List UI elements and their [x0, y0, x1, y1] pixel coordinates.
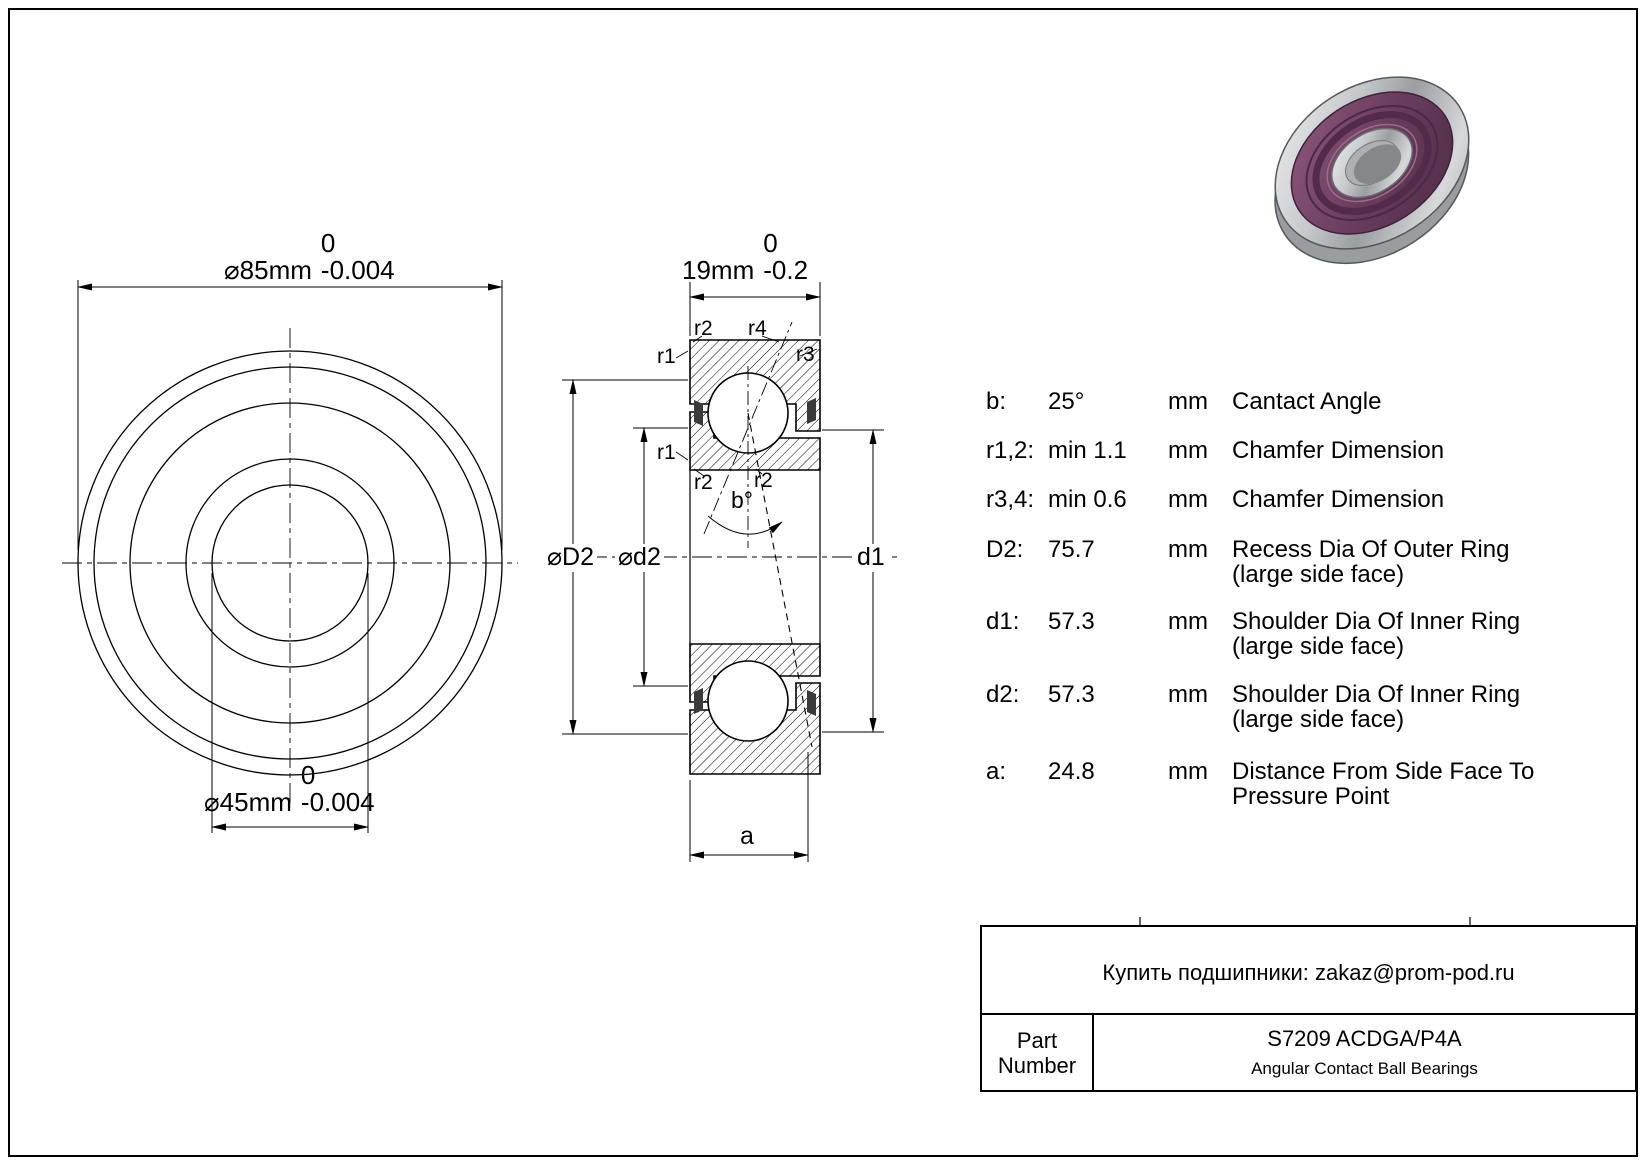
spec-desc: Chamfer Dimension: [1232, 437, 1445, 464]
dim-tolerance: 0 -0.2: [763, 228, 809, 286]
dim-tolerance: 0 -0.004: [300, 760, 375, 818]
part-number-cell: S7209 ACDGA/P4A Angular Contact Ball Bea…: [1094, 1015, 1635, 1090]
dim-value: ⌀85mm: [224, 255, 312, 286]
front-view: [62, 280, 518, 833]
spec-desc: Chamfer Dimension: [1232, 486, 1445, 513]
spec-unit: mm: [1168, 388, 1208, 415]
spec-param: d2:: [986, 681, 1020, 708]
contact-angle-label: b°: [731, 487, 753, 513]
sheet-border: [8, 8, 1638, 1157]
spec-value: 57.3: [1048, 608, 1095, 635]
spec-param: b:: [986, 388, 1007, 415]
spec-value: min 1.1: [1048, 437, 1127, 464]
spec-unit: mm: [1168, 758, 1208, 785]
dim-label-D2: ⌀D2: [544, 543, 598, 572]
spec-row-r12: r1,2: min 1.1 mm Chamfer Dimension: [986, 437, 1445, 464]
spec-value: min 0.6: [1048, 486, 1127, 513]
spec-unit: mm: [1168, 486, 1208, 513]
contact-text: Купить подшипники: zakaz@prom-pod.ru: [1102, 960, 1515, 985]
spec-param: D2:: [986, 536, 1024, 563]
contact-angle-arc: [707, 515, 783, 535]
chamfer-leaders: [675, 335, 818, 477]
spec-desc: Shoulder Dia Of Inner Ring (large side f…: [1232, 608, 1521, 660]
spec-value: 25°: [1048, 388, 1085, 415]
spec-param: r1,2:: [986, 437, 1035, 464]
spec-row-d2: d2: 57.3 mm Shoulder Dia Of Inner Ring (…: [986, 681, 1521, 733]
front-view-dimensions: [77, 280, 503, 833]
dim-tolerance: 0 -0.004: [320, 228, 395, 286]
chamfer-label-r1-upper: r1: [657, 345, 676, 368]
dim-label-d1: d1: [854, 543, 888, 572]
seal-sections: [694, 398, 816, 716]
title-block-contact-cell: Купить подшипники: zakaz@prom-pod.ru: [982, 927, 1635, 1015]
dim-value: ⌀45mm: [204, 787, 292, 818]
spec-unit: mm: [1168, 681, 1208, 708]
spec-param: d1:: [986, 608, 1020, 635]
chamfer-label-r3-upper: r3: [796, 343, 815, 366]
dim-width-label: 19mm 0 -0.2: [682, 228, 809, 286]
chamfer-label-r2-top: r2: [694, 317, 713, 340]
spec-param: r3,4:: [986, 486, 1035, 513]
title-block: Купить подшипники: zakaz@prom-pod.ru Par…: [980, 925, 1637, 1092]
chamfer-label-r1-lower: r1: [657, 441, 676, 464]
spec-value: 75.7: [1048, 536, 1095, 563]
bearing-3d-image: [1274, 76, 1470, 265]
dim-outer-diameter-label: ⌀85mm 0 -0.004: [224, 228, 395, 286]
spec-desc: Distance From Side Face To Pressure Poin…: [1232, 758, 1535, 810]
bearing-category: Angular Contact Ball Bearings: [1251, 1059, 1478, 1078]
spec-unit: mm: [1168, 536, 1208, 563]
section-view: [552, 282, 900, 862]
spec-row-r34: r3,4: min 0.6 mm Chamfer Dimension: [986, 486, 1445, 513]
spec-unit: mm: [1168, 437, 1208, 464]
diameter-symbol: ⌀: [224, 255, 240, 286]
title-block-bottom: Part Number S7209 ACDGA/P4A Angular Cont…: [982, 1015, 1635, 1090]
dim-value: 19mm: [682, 255, 755, 286]
spec-value: 24.8: [1048, 758, 1095, 785]
spec-unit: mm: [1168, 608, 1208, 635]
spec-row-b: b: 25° mm Cantact Angle: [986, 388, 1382, 415]
section-centerlines: [552, 321, 900, 748]
front-view-centerlines: [62, 328, 518, 803]
spec-row-a: a: 24.8 mm Distance From Side Face To Pr…: [986, 758, 1535, 810]
spec-desc: Cantact Angle: [1232, 388, 1382, 415]
spec-row-d1: d1: 57.3 mm Shoulder Dia Of Inner Ring (…: [986, 608, 1521, 660]
spec-desc: Recess Dia Of Outer Ring (large side fac…: [1232, 536, 1510, 588]
spec-desc: Shoulder Dia Of Inner Ring (large side f…: [1232, 681, 1521, 733]
spec-value: 57.3: [1048, 681, 1095, 708]
ball-bottom: [707, 660, 789, 742]
chamfer-label-r2-bottom-left: r2: [694, 471, 713, 494]
dim-label-d2: ⌀d2: [615, 543, 664, 572]
diameter-symbol: ⌀: [204, 787, 220, 818]
dim-label-a: a: [740, 822, 754, 850]
chamfer-label-r4-top: r4: [748, 317, 767, 340]
chamfer-label-r2-bottom-right: r2: [754, 469, 773, 492]
part-number-value: S7209 ACDGA/P4A: [1267, 1026, 1462, 1051]
spec-row-D2: D2: 75.7 mm Recess Dia Of Outer Ring (la…: [986, 536, 1510, 588]
spec-param: a:: [986, 758, 1007, 785]
part-number-label: Part Number: [982, 1015, 1094, 1090]
dim-bore-diameter-label: ⌀45mm 0 -0.004: [204, 760, 375, 818]
